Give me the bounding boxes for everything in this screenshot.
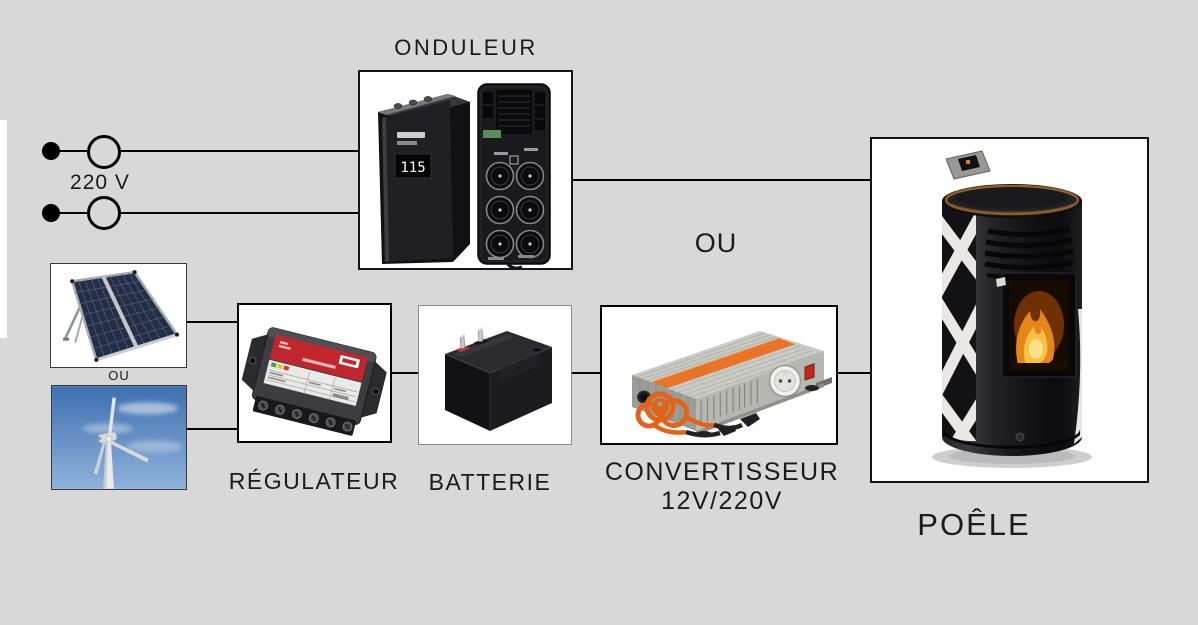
- ups-display-value: 115: [400, 160, 425, 176]
- mains-label: 220 V: [70, 171, 130, 194]
- stove-lattice-panel: [942, 199, 976, 442]
- pellet-stove-photo: [932, 150, 1092, 468]
- clouds: [82, 402, 183, 453]
- inverter-outlet: [768, 364, 802, 398]
- convertisseur-sublabel: 12V/220V: [661, 487, 783, 515]
- inverter-cables: [635, 391, 760, 438]
- wire-convertisseur-to-poele: [838, 372, 870, 374]
- inverter-power-switch: [804, 363, 815, 381]
- ups-outlets: [485, 161, 545, 259]
- convertisseur-box: [600, 305, 838, 445]
- solar-panel-photo: [63, 270, 179, 362]
- onduleur-label: ONDULEUR: [394, 35, 538, 60]
- regulateur-label: RÉGULATEUR: [228, 468, 400, 494]
- ups-photo: 115: [378, 83, 551, 268]
- ups-front-tower: 115: [378, 94, 470, 264]
- solar-panel-box: [50, 263, 187, 368]
- inverter-orange-stripe: [651, 338, 796, 389]
- wire-onduleur-to-poele: [573, 179, 870, 181]
- lead-acid-battery-photo: [444, 327, 553, 431]
- mains-terminal-dot-bottom: [42, 204, 60, 222]
- ups-back-panel: [477, 83, 551, 268]
- turbine: [93, 397, 149, 489]
- or-sources-label: OU: [108, 368, 130, 383]
- charge-controller-photo: [241, 327, 387, 436]
- batterie-label: BATTERIE: [428, 469, 552, 495]
- stove-fire-window: [1001, 272, 1077, 378]
- wire-batterie-to-convertisseur: [572, 372, 600, 374]
- or-main-label: OU: [694, 228, 738, 258]
- mains-terminal-dot-top: [42, 142, 60, 160]
- controller-red-label: [269, 334, 368, 382]
- wire-wind-to-regulateur: [187, 428, 237, 430]
- wire-regulateur-to-batterie: [392, 372, 418, 374]
- wire-mains-bottom-stub: [51, 212, 88, 214]
- battery-terminals: [455, 327, 489, 352]
- power-inverter-photo: [632, 331, 832, 438]
- mains-circle-bottom: [87, 196, 121, 230]
- terminal-screws: [258, 400, 353, 432]
- wire-mains-bottom-to-onduleur: [120, 212, 358, 214]
- left-edge-white-artifact: [0, 120, 7, 338]
- wind-turbine-photo: [52, 386, 186, 489]
- wire-solar-to-regulateur: [187, 321, 237, 323]
- wind-turbine-box: [51, 385, 187, 490]
- poele-box: [870, 137, 1149, 483]
- onduleur-box: 115: [358, 70, 573, 270]
- wire-mains-top-stub: [51, 150, 88, 152]
- mains-circle-top: [87, 135, 121, 169]
- convertisseur-label: CONVERTISSEUR: [604, 458, 840, 486]
- regulateur-box: [237, 303, 392, 443]
- batterie-box: [418, 305, 572, 445]
- wire-mains-top-to-onduleur: [120, 150, 358, 152]
- poele-label: POÊLE: [917, 507, 1031, 542]
